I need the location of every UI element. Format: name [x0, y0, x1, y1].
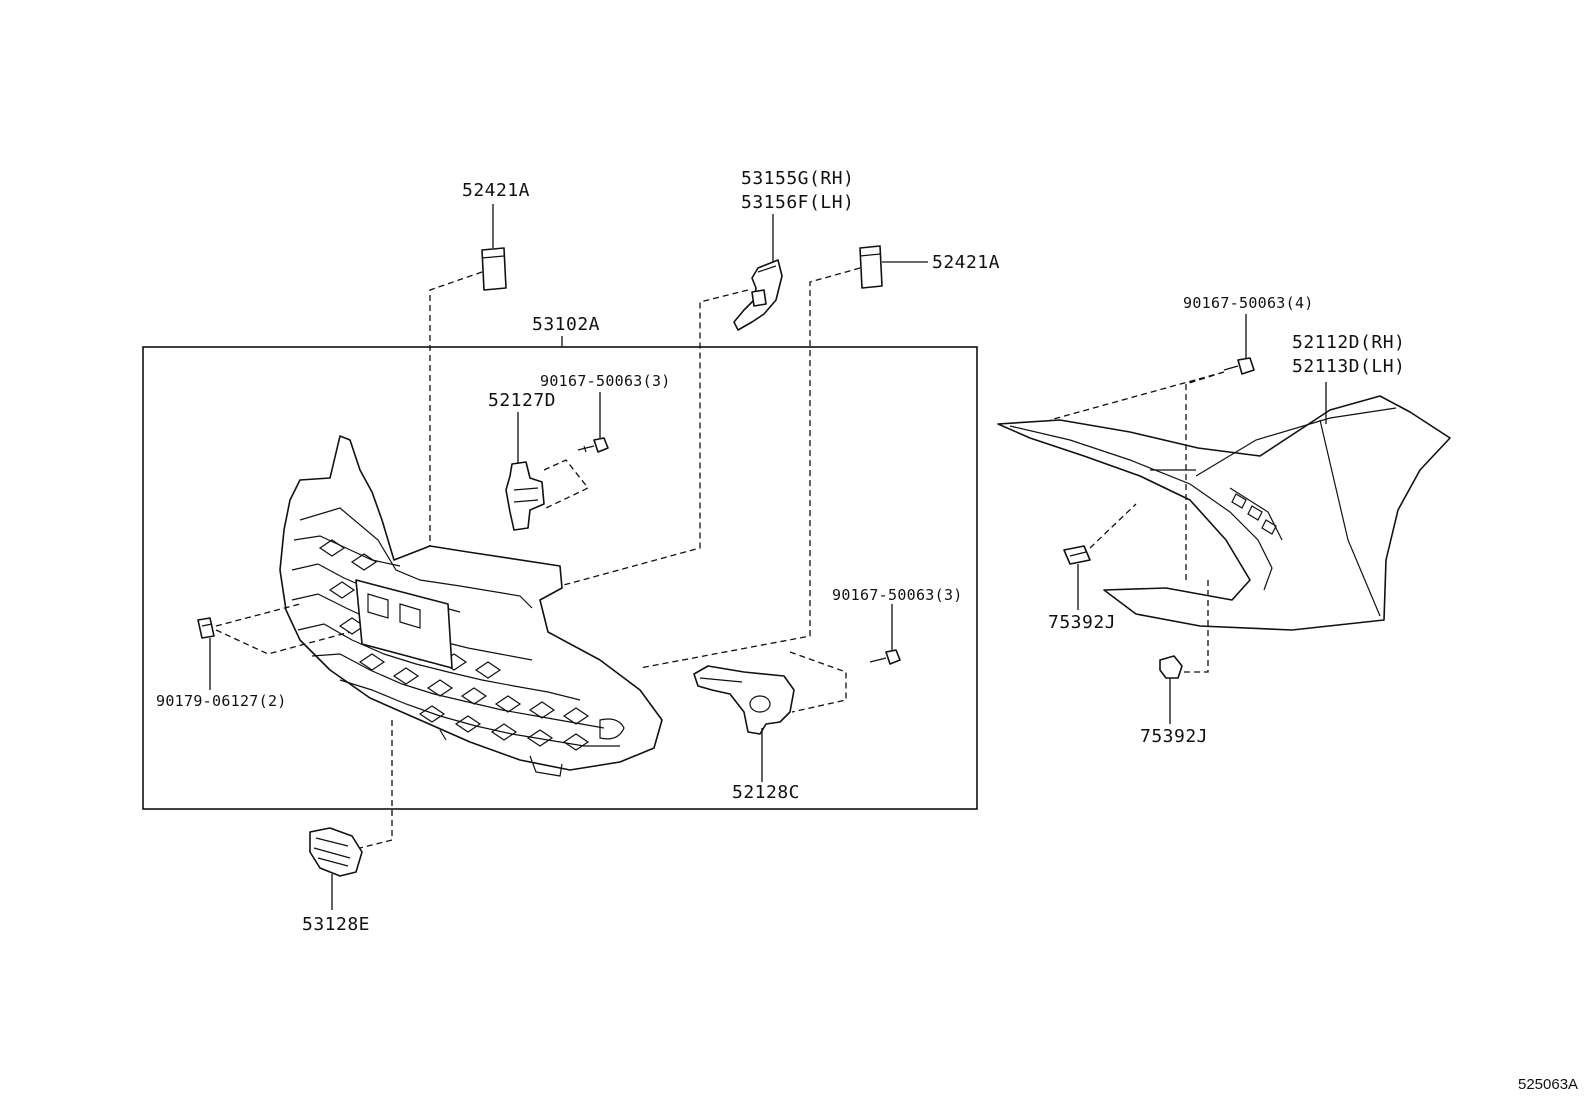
- dash-75392j-bottom: [1184, 580, 1209, 673]
- part-52128c-bracket: [693, 665, 795, 735]
- dash-90167-right: [1049, 371, 1225, 580]
- diagram-reference-code: 525063A: [1518, 1076, 1579, 1093]
- label-52421a-right: 52421A: [932, 252, 1001, 273]
- label-75392j-left: 75392J: [1048, 612, 1117, 633]
- label-53156f-lh: 53156F(LH): [741, 192, 855, 213]
- label-53128e: 53128E: [302, 914, 371, 935]
- assembly-frame: [142, 346, 978, 810]
- part-53128e-cover: [309, 827, 363, 877]
- dash-52421a-right: [639, 267, 861, 669]
- dash-52421a-top: [429, 271, 483, 546]
- part-52112d-garnish: [997, 395, 1451, 631]
- part-52127d-bracket: [505, 461, 545, 531]
- label-90179-06127: 90179-06127(2): [156, 692, 287, 710]
- part-52421a-right: [859, 245, 883, 289]
- label-75392j-bottom: 75392J: [1140, 726, 1209, 747]
- part-75392j-bottom: [1159, 655, 1183, 679]
- part-screw-90167-mid: [869, 649, 901, 665]
- label-52113d-lh: 52113D(LH): [1292, 356, 1406, 377]
- part-75392j-left: [1063, 545, 1091, 565]
- label-52127d: 52127D: [488, 390, 557, 411]
- dash-52128c: [789, 651, 847, 713]
- part-screw-90167-right: [1223, 357, 1255, 375]
- dash-53155g: [559, 289, 749, 587]
- dash-grille-52128c: [359, 720, 393, 849]
- label-52128c: 52128C: [732, 782, 801, 803]
- label-53155g-rh: 53155G(RH): [741, 168, 855, 189]
- label-90167-right: 90167-50063(4): [1183, 294, 1314, 312]
- label-90167-mid: 90167-50063(3): [832, 586, 963, 604]
- dash-75392j-left: [1089, 503, 1137, 549]
- part-53102a-grille: [279, 435, 663, 777]
- dash-52127d: [543, 459, 590, 509]
- part-53155g-bracket: [733, 259, 783, 331]
- dash-90179: [215, 603, 351, 655]
- part-90179-clip: [197, 617, 215, 639]
- label-53102a: 53102A: [532, 314, 601, 335]
- label-90167-left: 90167-50063(3): [540, 372, 671, 390]
- label-52421a-top: 52421A: [462, 180, 531, 201]
- part-52421a-top: [481, 247, 507, 291]
- label-52112d-rh: 52112D(RH): [1292, 332, 1406, 353]
- part-screw-90167-left: [577, 437, 609, 453]
